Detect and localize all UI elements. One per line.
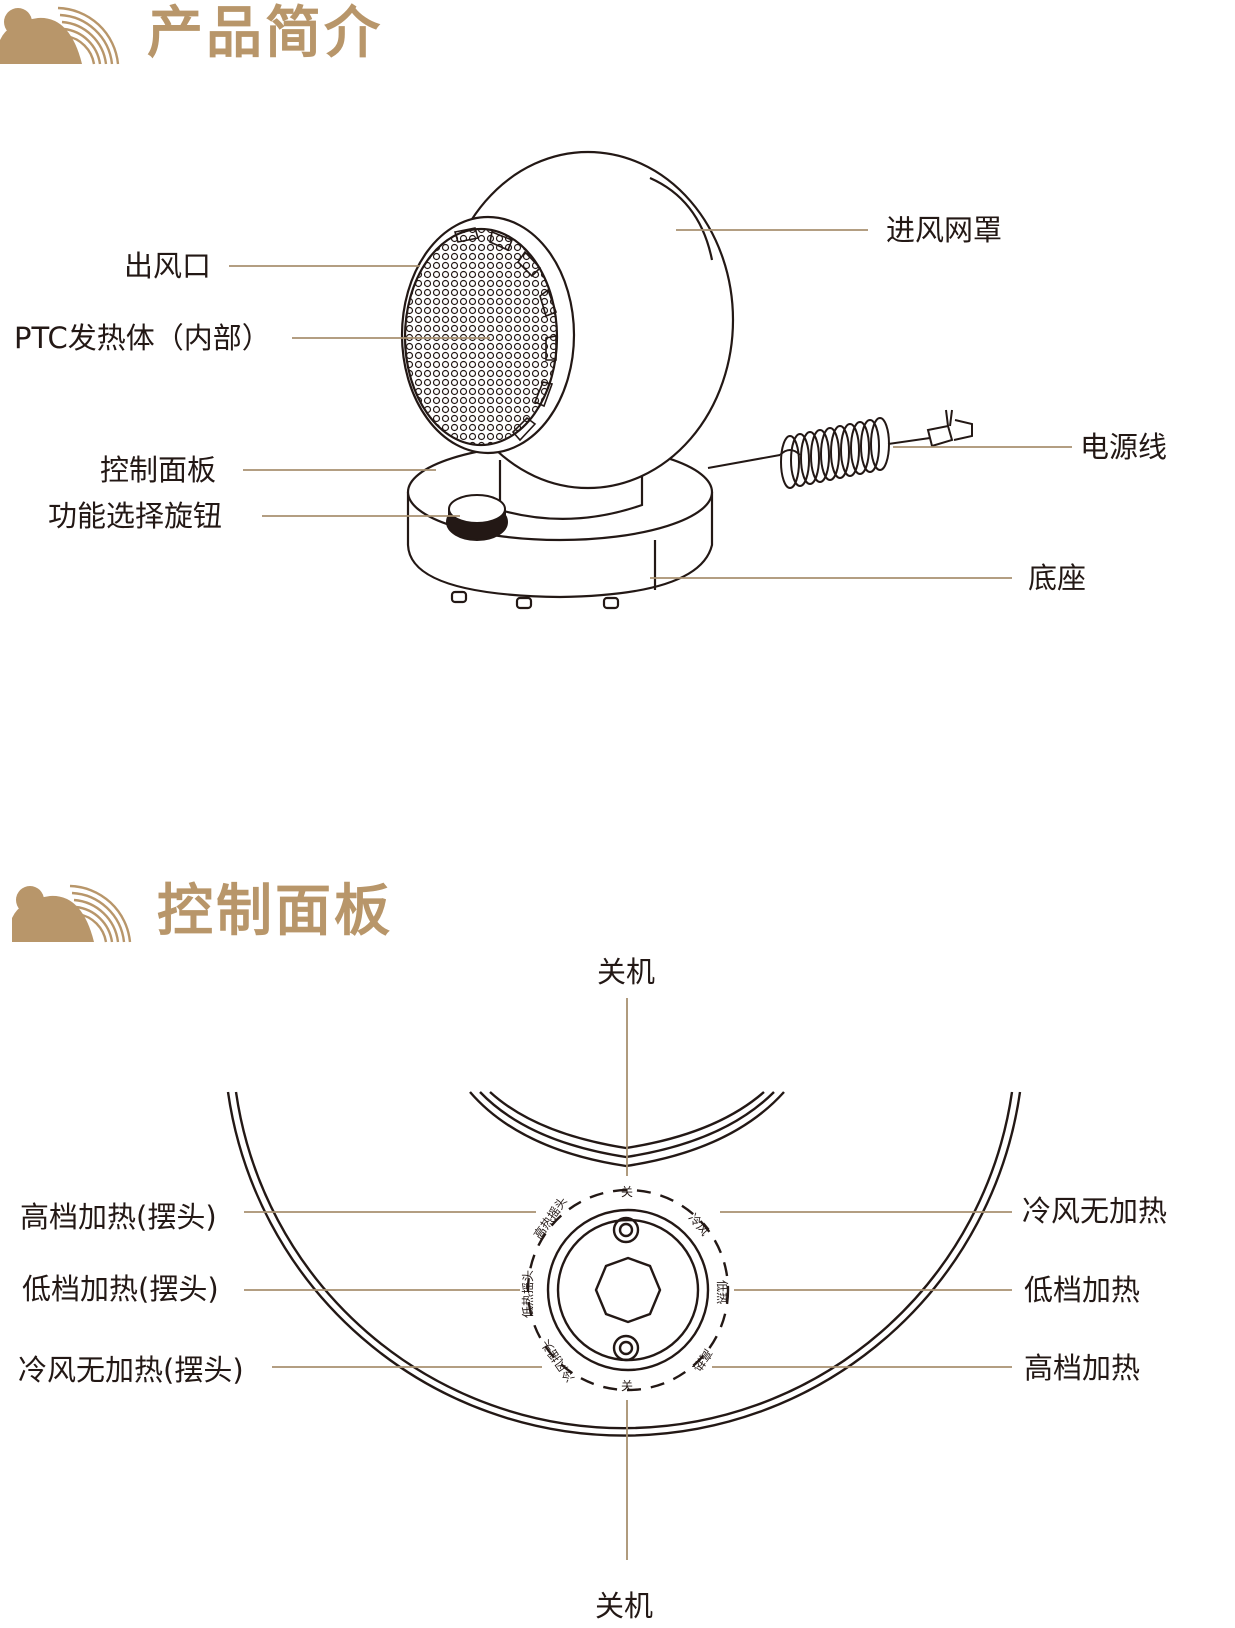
dial-mark-off-bottom: 关: [621, 1379, 633, 1393]
label-low-heat-swing: 低档加热(摆头): [22, 1272, 219, 1306]
label-outlet: 出风口: [124, 249, 212, 283]
label-power-cord: 电源线: [1080, 430, 1168, 464]
label-high-heat: 高档加热: [1024, 1351, 1141, 1385]
label-high-heat-swing: 高档加热(摆头): [20, 1200, 217, 1234]
section-title-intro: 产品简介: [147, 1, 383, 66]
dial-mark-low: 低热: [715, 1280, 729, 1304]
label-air-inlet: 进风网罩: [886, 213, 1003, 247]
dial-mark-high-swing: 高热摇头: [530, 1194, 570, 1242]
dial-mark-low-swing: 低热摇头: [521, 1270, 535, 1318]
bear-head-with-arcs-icon: [0, 6, 120, 65]
section-title-panel: 控制面板: [157, 879, 393, 944]
label-ptc-heater: PTC发热体（内部）: [14, 321, 271, 355]
label-cool-swing: 冷风无加热(摆头): [18, 1353, 244, 1387]
label-off-bottom: 关机: [595, 1589, 654, 1623]
label-control-panel: 控制面板: [100, 453, 217, 487]
heater-illustration: [229, 150, 1072, 610]
label-cool: 冷风无加热: [1022, 1194, 1168, 1228]
dial-mark-high: 高热: [690, 1346, 716, 1374]
label-low-heat: 低档加热: [1024, 1273, 1141, 1307]
label-base: 底座: [1028, 561, 1087, 595]
label-off-top: 关机: [597, 955, 656, 989]
label-function-knob: 功能选择旋钮: [48, 499, 223, 533]
dial-mark-cool-swing: 冷风摇头: [538, 1337, 577, 1384]
dial-mark-off-top: 关: [621, 1185, 633, 1199]
bear-head-with-arcs-icon: [12, 884, 132, 943]
dial-mark-cool: 冷风: [686, 1211, 712, 1238]
